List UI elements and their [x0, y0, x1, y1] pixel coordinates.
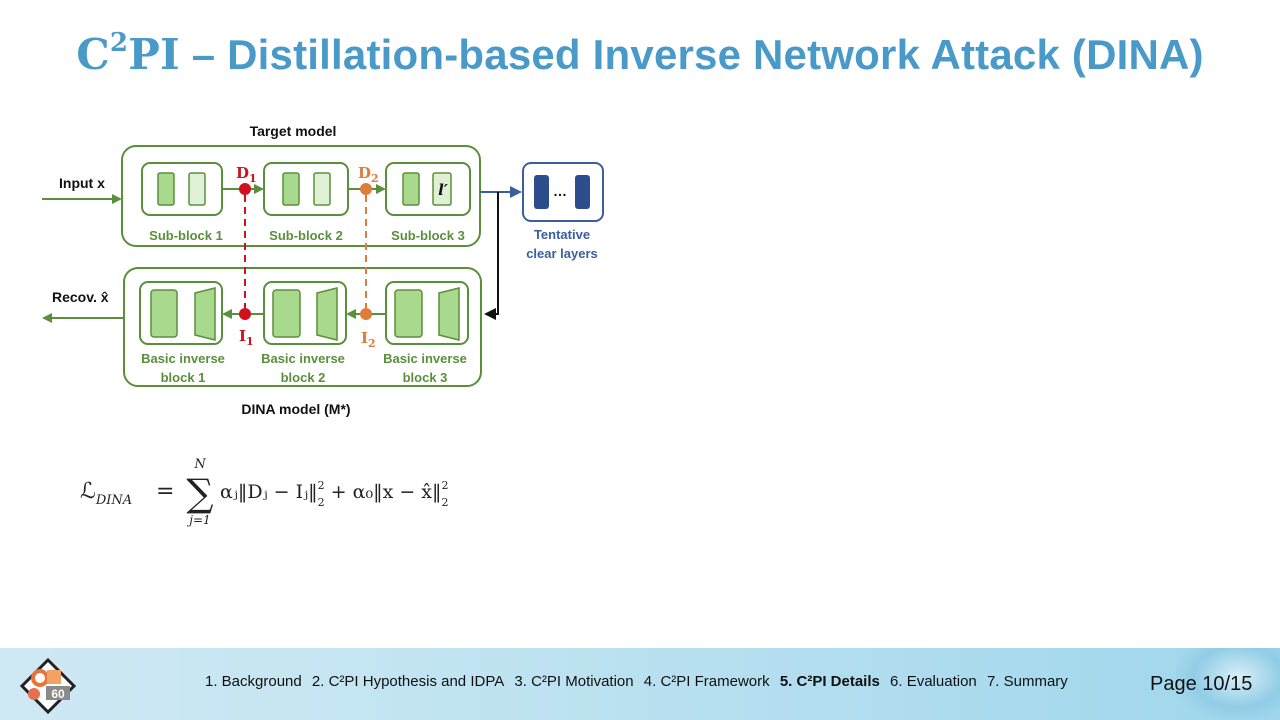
svg-text:αⱼ‖Dⱼ − Iⱼ‖22 + α₀‖x − x̂‖22: αⱼ‖Dⱼ − Iⱼ‖22 + α₀‖x − x̂‖22 [220, 479, 449, 509]
dina-diagram: Target model Input x Sub-block 1 Sub-blo… [42, 123, 604, 417]
loss-term-2: + α₀‖x − x̂‖ [325, 481, 442, 503]
nav-summary[interactable]: 7. Summary [986, 673, 1068, 690]
inverse-block-3-trap [438, 287, 460, 341]
inverse-block-3-label-1: Basic inverse [383, 351, 467, 366]
sub-block-3-label: Sub-block 3 [391, 228, 465, 243]
target-model-box [121, 145, 481, 247]
sub-block-3-layer [402, 172, 420, 206]
section-nav: 1. Background 2. C²PI Hypothesis and IDP… [205, 673, 1074, 690]
d1-label: D1 [236, 164, 257, 185]
title-sup: 2 [109, 28, 129, 58]
sub-block-2-label: Sub-block 2 [269, 228, 343, 243]
inverse-block-2-trap [316, 287, 338, 341]
footer-bar [0, 648, 1280, 720]
loss-subscript: DINA [95, 493, 132, 508]
sub-block-1-label: Sub-block 1 [149, 228, 223, 243]
inverse-block-3-layer [394, 289, 423, 338]
tentative-label-1: Tentative [534, 227, 590, 242]
i1-point [239, 308, 251, 320]
tentative-layer [575, 175, 590, 209]
sub-block-2-layer [313, 172, 331, 206]
i2-label: I2 [361, 329, 376, 350]
i2-point [360, 308, 372, 320]
inverse-block-3-label-2: block 3 [403, 370, 448, 385]
loss-symbol: ℒ [80, 479, 96, 504]
conference-logo: 60 [20, 658, 76, 714]
sub-block-1 [141, 162, 223, 216]
tentative-ellipsis: … [553, 183, 567, 199]
svg-text:ℒDINA: ℒDINA [80, 479, 132, 508]
title-pi: PI [128, 30, 180, 79]
tentative-label-2: clear layers [526, 246, 598, 261]
dina-model-label: DINA model (M*) [241, 401, 350, 417]
tentative-layer [534, 175, 549, 209]
dina-model-box [123, 267, 482, 387]
inverse-block-1-label-2: block 1 [161, 370, 206, 385]
nav-motivation[interactable]: 3. C²PI Motivation [514, 673, 634, 690]
loss-term-1: αⱼ‖Dⱼ − Iⱼ‖ [220, 481, 318, 503]
input-label: Input x [59, 175, 105, 191]
feedback-arrow [484, 192, 499, 320]
equals-sign: = [156, 479, 174, 504]
sub-block-2-layer [282, 172, 300, 206]
d2-point [360, 183, 372, 195]
sum-symbol: ∑ [186, 471, 213, 515]
sub-block-3-layer-l-prime [432, 172, 452, 206]
nav-background[interactable]: 1. Background [205, 673, 302, 690]
sum-upper: N [193, 457, 206, 472]
inverse-block-1-layer [150, 289, 178, 338]
slide-title: C2PI – Distillation-based Inverse Networ… [0, 28, 1280, 79]
title-c: C [76, 30, 110, 79]
title-rest: – Distillation-based Inverse Network Att… [179, 31, 1204, 78]
d2-label: D2 [358, 164, 379, 185]
page-number: Page 10/15 [1150, 673, 1253, 695]
inverse-block-1-trap [194, 287, 216, 341]
nav-hypothesis[interactable]: 2. C²PI Hypothesis and IDPA [311, 673, 505, 690]
inverse-block-2-label-2: block 2 [281, 370, 326, 385]
logo-text: 60 [51, 687, 65, 701]
sub-block-1-layer [188, 172, 206, 206]
nav-framework[interactable]: 4. C²PI Framework [643, 673, 770, 690]
sub-block-3 [385, 162, 471, 216]
nav-evaluation[interactable]: 6. Evaluation [890, 673, 977, 690]
i1-label: I1 [239, 327, 254, 348]
recov-label: Recov. x̂ [52, 289, 109, 305]
l-prime-label: l′ [438, 181, 448, 199]
sum-lower: j=1 [186, 513, 210, 527]
sub-block-2 [263, 162, 349, 216]
target-model-label: Target model [250, 123, 337, 139]
face-graphic [1176, 648, 1280, 720]
inverse-block-1-label-1: Basic inverse [141, 351, 225, 366]
nav-details[interactable]: 5. C²PI Details [779, 673, 880, 690]
d1-point [239, 183, 251, 195]
inverse-block-2-label-1: Basic inverse [261, 351, 345, 366]
sub-block-1-layer [157, 172, 175, 206]
inverse-block-2-layer [272, 289, 301, 338]
